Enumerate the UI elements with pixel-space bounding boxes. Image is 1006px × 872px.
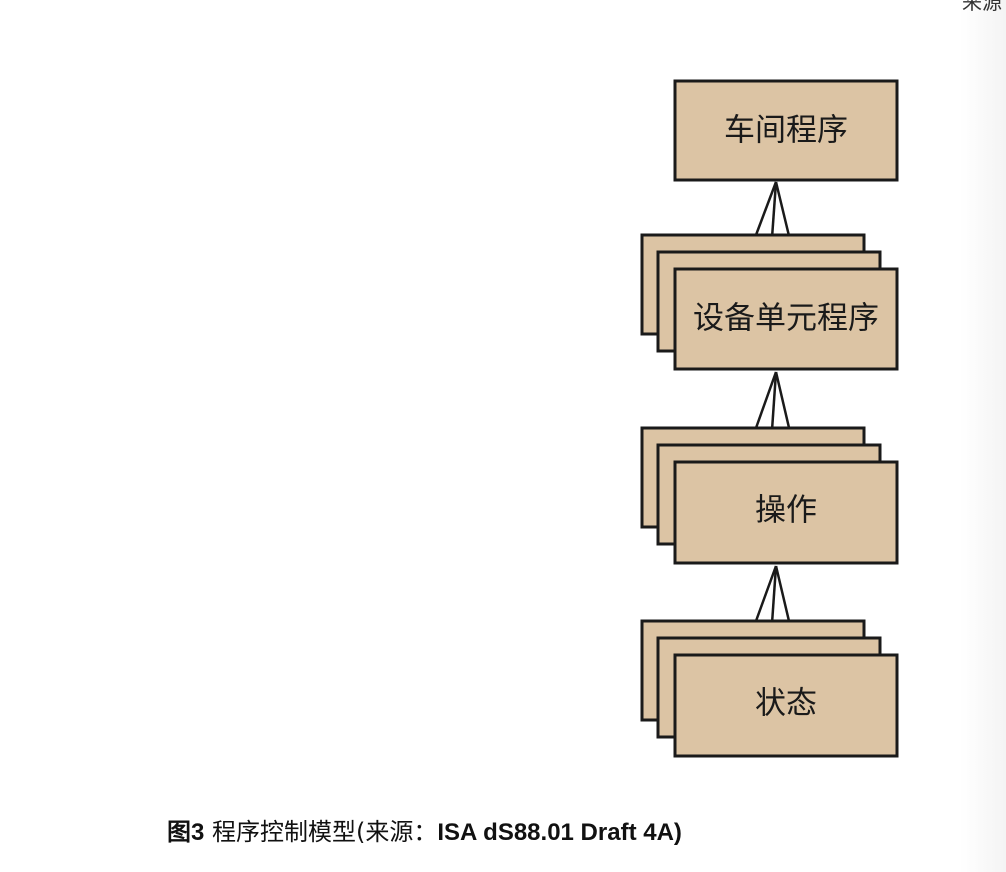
node-label-phase: 状态 bbox=[755, 686, 817, 722]
node-unit-procedure: 设备单元程序 bbox=[640, 233, 899, 371]
figure-title: 程序控制模型(来源： bbox=[212, 818, 438, 846]
corner-text: 来源 bbox=[962, 0, 1002, 14]
figure-number: 图3 bbox=[167, 819, 205, 846]
figure-caption: 图3 程序控制模型(来源：ISA dS88.01 Draft 4A) bbox=[167, 812, 682, 847]
node-phase: 状态 bbox=[640, 619, 899, 758]
node-label-plant: 车间程序 bbox=[724, 113, 848, 149]
node-label-unit: 设备单元程序 bbox=[693, 301, 879, 337]
stack-layer-front bbox=[673, 267, 899, 371]
stack-layer-front bbox=[673, 460, 899, 565]
node-operation: 操作 bbox=[640, 426, 899, 565]
figure-source: ISA dS88.01 Draft 4A) bbox=[437, 819, 682, 846]
node-label-operation: 操作 bbox=[755, 493, 817, 529]
page-edge-shadow bbox=[960, 0, 1006, 872]
stack-layer-front bbox=[673, 653, 899, 758]
node-plant-procedure: 车间程序 bbox=[673, 79, 899, 182]
